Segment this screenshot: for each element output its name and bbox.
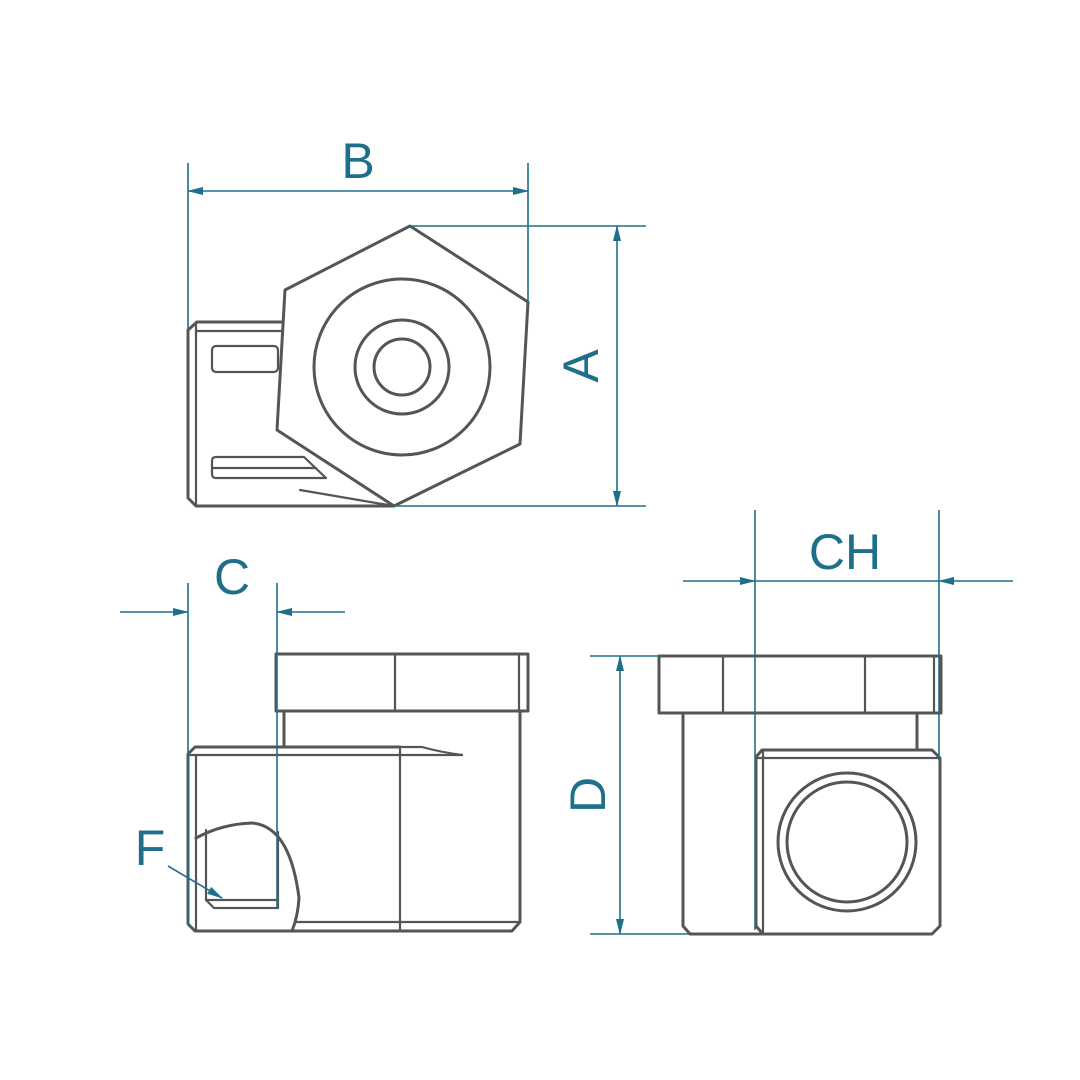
dimension-d: D xyxy=(560,655,690,935)
front-view-port-inner xyxy=(204,828,280,910)
dimension-a: A xyxy=(394,225,646,507)
front-view xyxy=(186,652,530,933)
dimension-b-label: B xyxy=(341,133,374,189)
top-view-body-chamfer xyxy=(298,488,396,508)
side-view-neck xyxy=(681,711,765,936)
top-view-slot-upper xyxy=(210,344,280,374)
top-view-middle-circle xyxy=(353,318,451,416)
dimension-f-label: F xyxy=(135,820,166,876)
side-view-port-inner xyxy=(785,780,909,904)
side-view xyxy=(657,654,943,936)
side-view-port-outer xyxy=(776,771,918,913)
top-view-body xyxy=(186,320,396,508)
top-view-outer-circle xyxy=(312,277,492,457)
dimension-ch-label: CH xyxy=(809,524,881,580)
front-view-nut xyxy=(274,652,530,713)
dimension-a-label: A xyxy=(553,349,609,383)
dimension-c: C xyxy=(120,549,345,925)
dimension-ch: CH xyxy=(683,510,1013,930)
dimension-d-label: D xyxy=(560,777,616,813)
top-view xyxy=(186,224,530,508)
dimension-f: F xyxy=(135,820,223,899)
side-view-nut xyxy=(657,654,943,715)
front-view-port xyxy=(194,821,301,933)
front-view-body xyxy=(186,745,522,933)
top-view-slot-lower xyxy=(210,455,328,480)
side-view-body xyxy=(754,748,942,936)
dimension-c-label: C xyxy=(214,549,250,605)
top-view-bore xyxy=(372,337,432,397)
front-view-body-flare xyxy=(398,745,464,757)
dimension-b: B xyxy=(187,133,529,330)
